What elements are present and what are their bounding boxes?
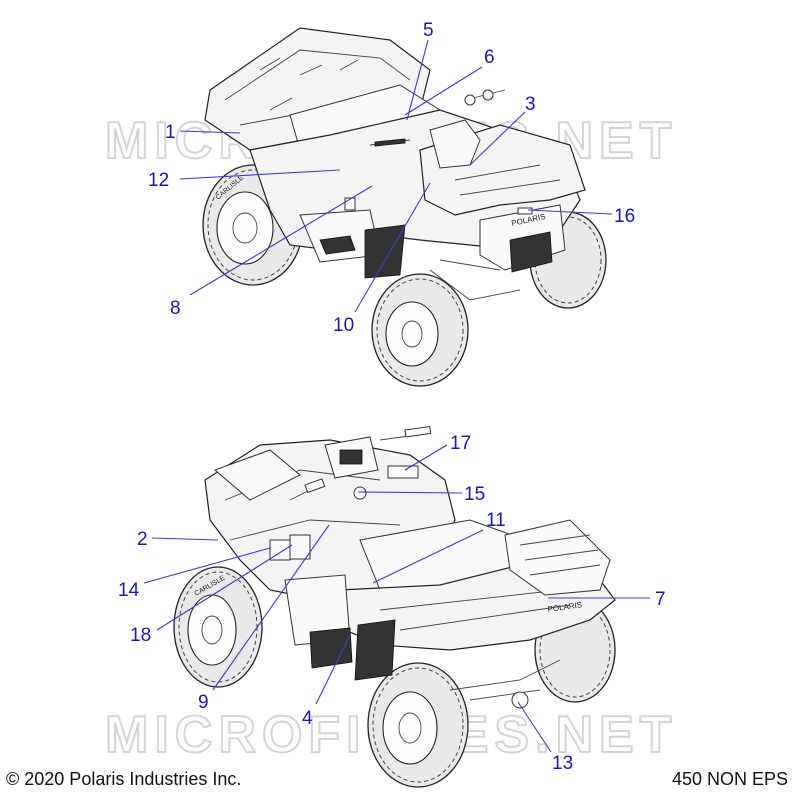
callout-8: 8 (170, 298, 181, 319)
callout-1: 1 (165, 122, 176, 143)
copyright-text: © 2020 Polaris Industries Inc. (6, 769, 242, 789)
bottom-front-left-wheel: CARLISLE (173, 566, 263, 688)
callout-9: 9 (198, 692, 209, 713)
callout-labels: 1 2 3 4 5 6 7 8 9 10 11 12 13 14 15 16 1… (118, 20, 666, 774)
callout-18: 18 (130, 625, 151, 646)
model-label: 450 NON EPS (671, 769, 788, 789)
callout-13: 13 (552, 753, 573, 774)
callout-17: 17 (450, 433, 471, 454)
callout-10: 10 (333, 315, 354, 336)
callout-5: 5 (423, 20, 434, 41)
callout-6: 6 (484, 47, 495, 68)
leader-lines (143, 39, 650, 753)
callout-12: 12 (148, 170, 169, 191)
callout-7: 7 (655, 589, 666, 610)
callout-11: 11 (486, 510, 506, 531)
callout-3: 3 (525, 94, 536, 115)
callout-15: 15 (464, 484, 485, 505)
bottom-rear-left-wheel (367, 662, 469, 788)
callout-16: 16 (614, 206, 635, 227)
top-front-wheel (371, 273, 469, 387)
atv-top-view: CARLISLE POLARIS (202, 27, 607, 387)
callout-2: 2 (137, 529, 148, 550)
callout-14: 14 (118, 580, 140, 601)
callout-4: 4 (302, 708, 313, 729)
